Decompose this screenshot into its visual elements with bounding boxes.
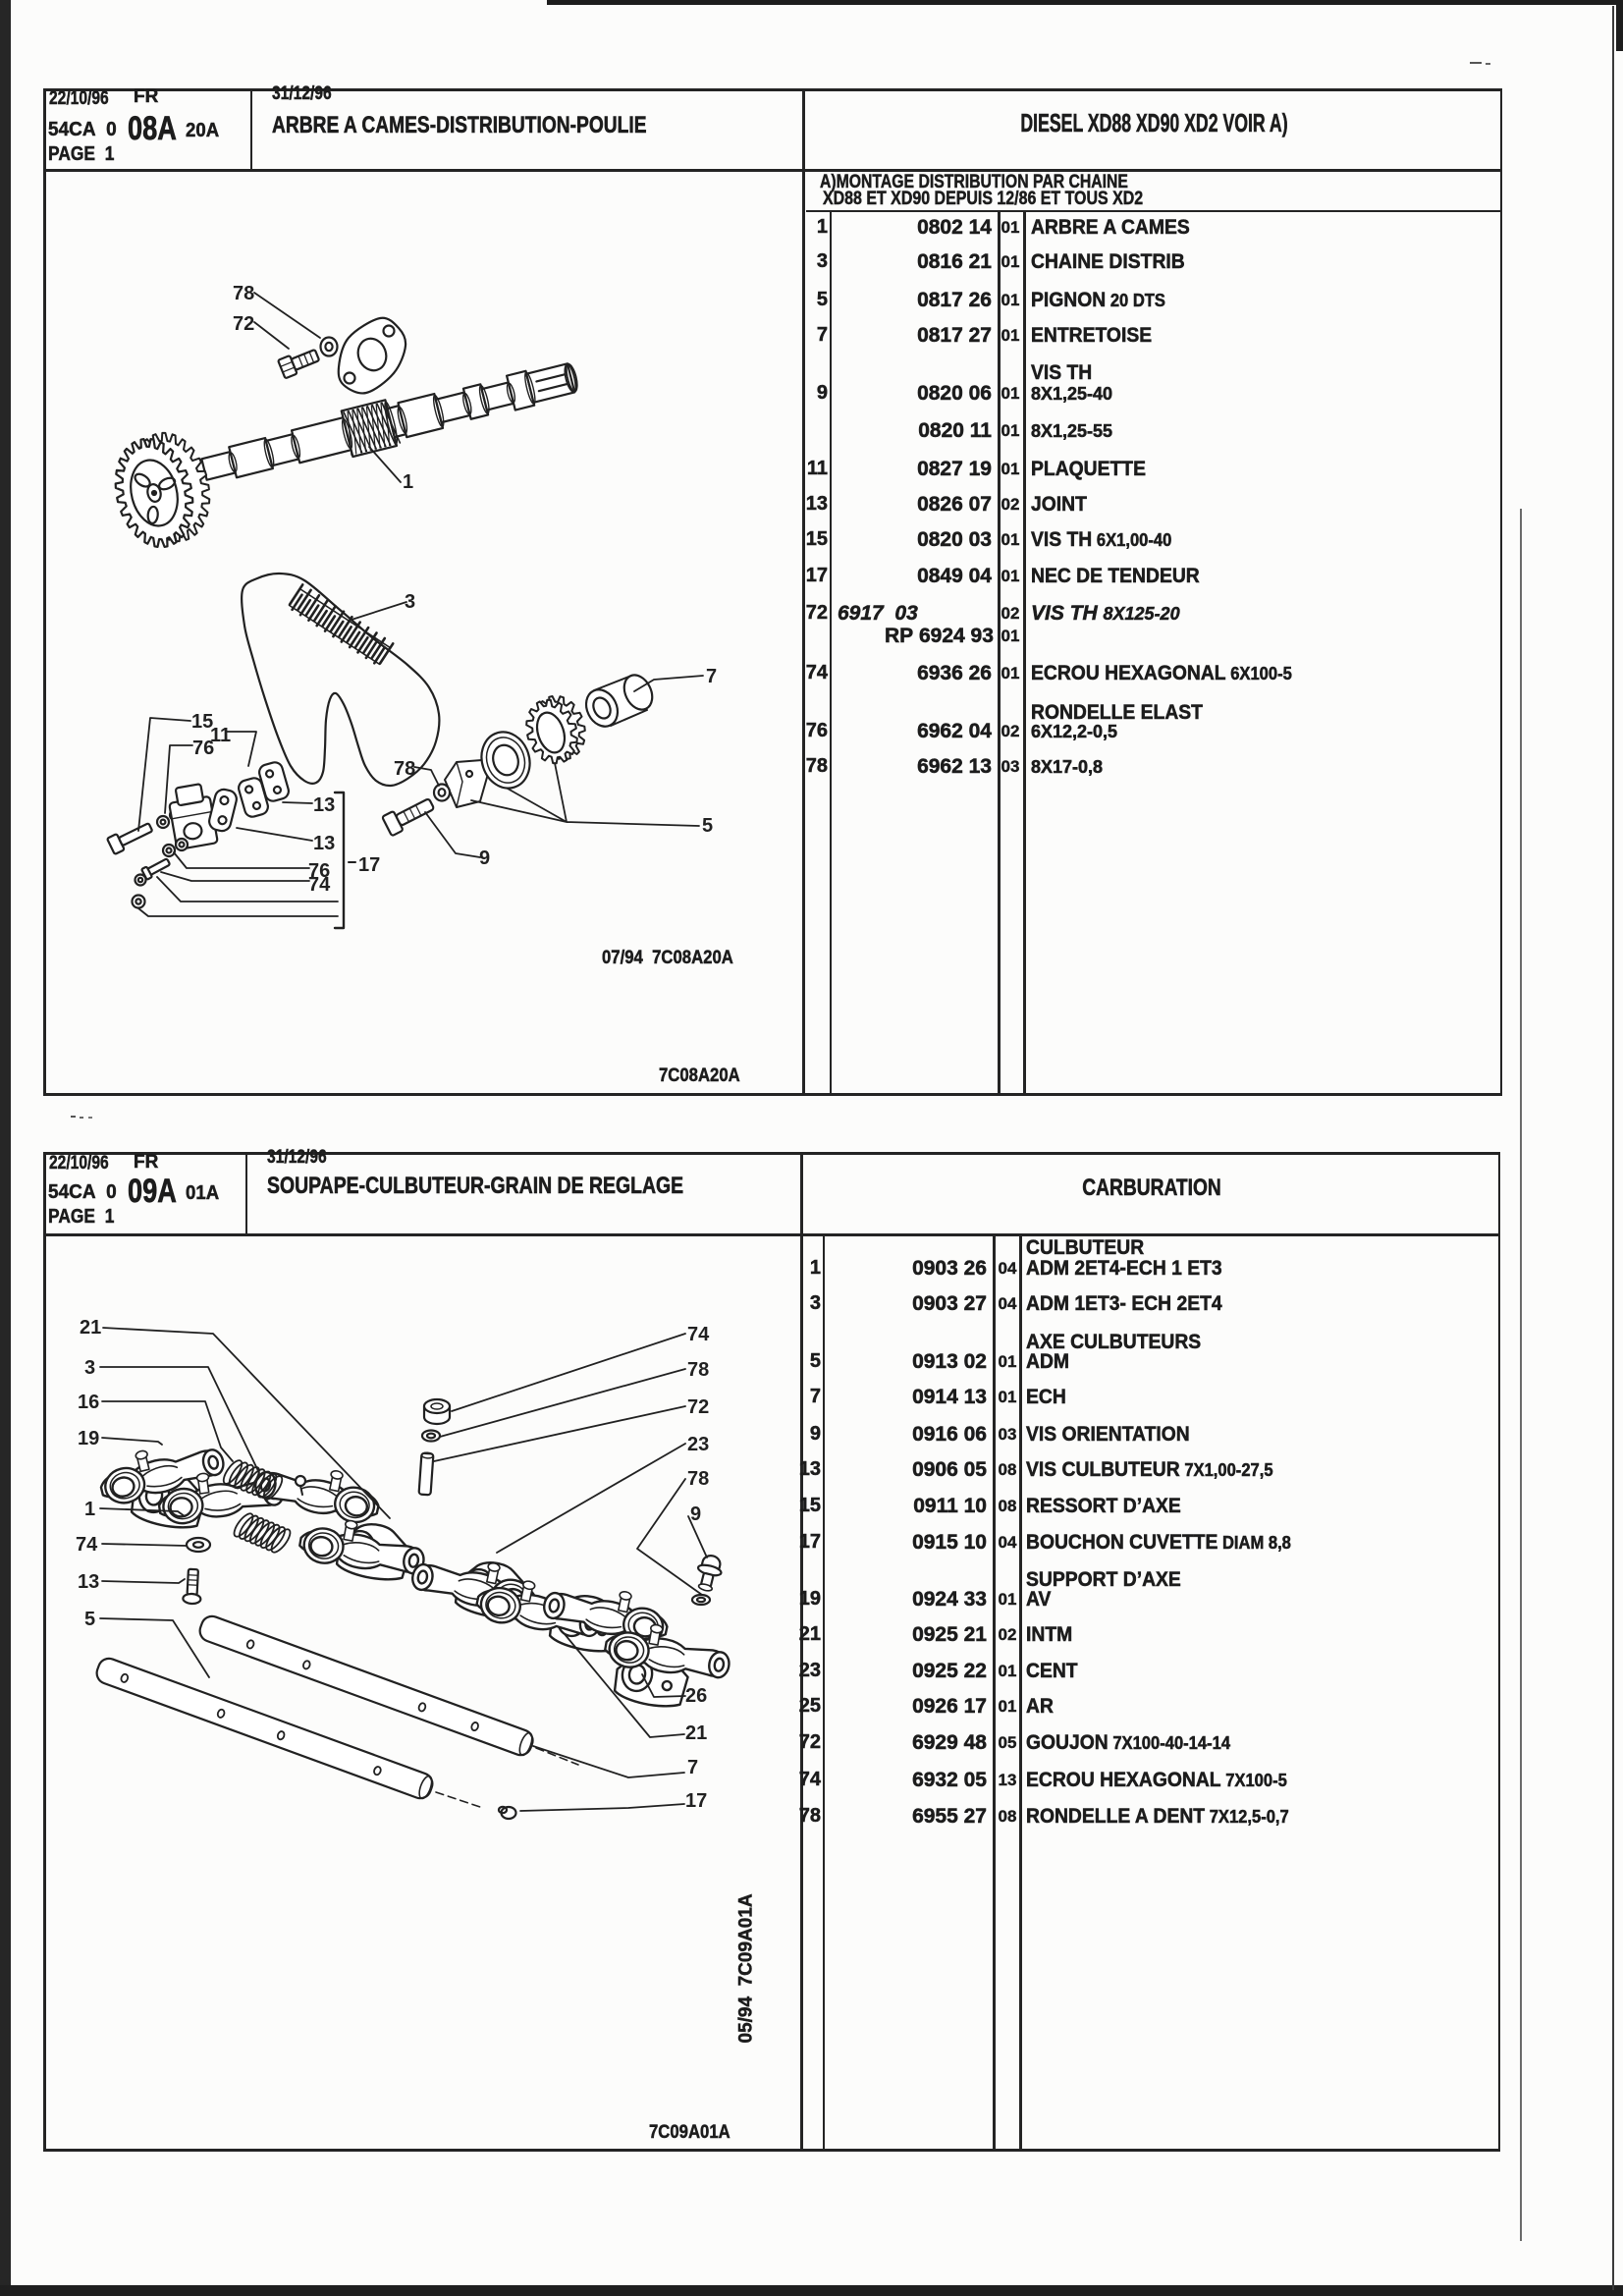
svg-text:13: 13 [313,794,335,816]
svg-text:74: 74 [687,1324,710,1345]
svg-text:78: 78 [394,758,415,780]
svg-text:21: 21 [80,1317,101,1339]
svg-text:9: 9 [479,847,490,869]
svg-text:78: 78 [687,1468,709,1490]
svg-text:78: 78 [233,283,254,304]
svg-text:21: 21 [685,1722,707,1744]
svg-text:74: 74 [76,1534,98,1556]
svg-text:11: 11 [210,725,231,746]
svg-text:13: 13 [78,1571,99,1593]
svg-text:72: 72 [233,313,254,335]
svg-text:26: 26 [685,1685,707,1707]
svg-text:5: 5 [702,815,713,837]
svg-text:1: 1 [403,471,413,493]
svg-text:19: 19 [78,1428,99,1449]
svg-text:72: 72 [687,1396,709,1418]
svg-text:15: 15 [191,711,213,733]
svg-text:23: 23 [687,1434,709,1455]
svg-text:76: 76 [308,860,330,882]
svg-text:1: 1 [84,1499,95,1520]
svg-text:7: 7 [706,666,717,687]
svg-text:7: 7 [687,1757,698,1778]
svg-text:74: 74 [308,874,331,896]
svg-text:3: 3 [405,591,415,613]
svg-text:17: 17 [685,1790,707,1812]
svg-text:78: 78 [687,1359,709,1381]
svg-text:3: 3 [84,1357,95,1379]
svg-text:9: 9 [690,1503,701,1525]
svg-text:17: 17 [358,854,380,876]
svg-text:76: 76 [192,738,214,759]
svg-text:5: 5 [84,1609,95,1630]
svg-text:16: 16 [78,1392,99,1413]
svg-text:13: 13 [313,833,335,854]
